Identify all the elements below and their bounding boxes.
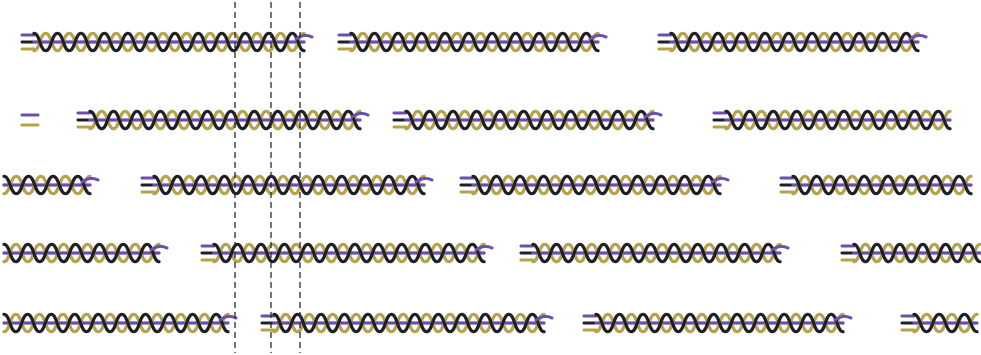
braid-segment	[781, 176, 971, 193]
strand-flare	[296, 35, 312, 39]
braid-segment	[22, 115, 38, 125]
braid-segment	[142, 176, 432, 193]
braid-segment	[4, 176, 98, 193]
strand-flare	[220, 316, 236, 320]
strand-flare	[416, 178, 432, 182]
strand	[274, 314, 544, 331]
braid-segment	[4, 244, 167, 261]
braid-row	[4, 176, 971, 193]
braid-segment	[394, 111, 661, 128]
braid-row	[4, 314, 977, 331]
braid-strands	[4, 33, 980, 331]
strand-flare	[590, 35, 606, 39]
braid-segment	[262, 314, 552, 331]
strand-flare	[645, 113, 661, 117]
braid-segment	[4, 314, 236, 331]
strand-flare	[476, 246, 492, 250]
strand-flare	[82, 178, 98, 182]
braid-segment	[339, 33, 606, 50]
braid-segment	[584, 314, 851, 331]
strand-flare	[352, 113, 368, 117]
strand-flare	[151, 246, 167, 250]
braid-segment	[842, 244, 980, 261]
strand	[154, 176, 424, 193]
strand-flare	[772, 246, 788, 250]
strand-flare	[910, 35, 926, 39]
braid-segment	[78, 111, 368, 128]
strand-flare	[536, 316, 552, 320]
braid-segment	[461, 176, 728, 193]
strand	[34, 33, 304, 50]
strand-flare	[712, 178, 728, 182]
braid-segment	[202, 244, 492, 261]
strand	[214, 244, 484, 261]
braid-segment	[521, 244, 788, 261]
braid-segment	[902, 314, 977, 331]
braid-row	[22, 33, 926, 50]
braid-row	[22, 111, 950, 128]
braid-segment	[714, 111, 950, 128]
braid-row	[4, 244, 980, 261]
strand	[90, 111, 360, 128]
strand-flare	[835, 316, 851, 320]
braid-segment	[22, 33, 312, 50]
braid-segment	[659, 33, 926, 50]
